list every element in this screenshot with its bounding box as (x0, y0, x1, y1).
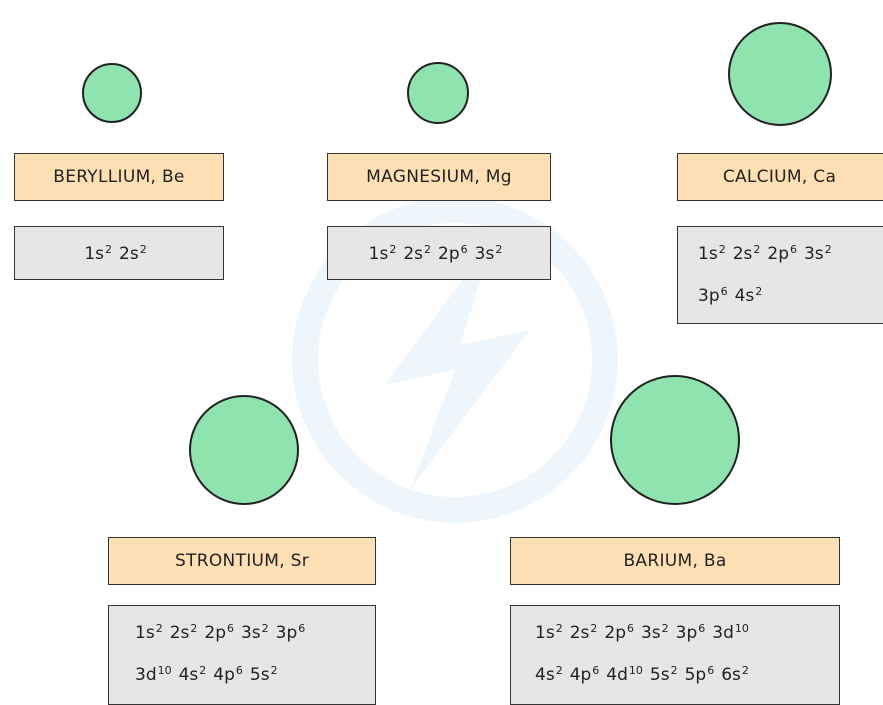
lightning-bolt-icon (292, 197, 618, 523)
orbital-term: 6s2 (721, 664, 749, 685)
orbital-term: 4d10 (606, 664, 643, 685)
orbital-term: 3s2 (474, 243, 503, 264)
config-line: 1s2 2s2 2p6 3s2 (698, 231, 883, 273)
orbital-term: 2p6 (438, 243, 468, 264)
orbital-term: 3d10 (135, 664, 172, 685)
orbital-term: 3p6 (698, 285, 728, 306)
barium-config: 1s2 2s2 2p6 3s2 3p6 3d10 4s2 4p6 4d10 5s2 5p6 6s2 (510, 605, 840, 705)
orbital-term: 3s2 (640, 622, 669, 643)
orbital-term: 5s2 (649, 664, 678, 685)
orbital-term: 1s2 (698, 243, 726, 264)
config-line: 4s2 4p6 4d10 5s2 5p6 6s2 (535, 652, 839, 694)
orbital-term: 4p6 (569, 664, 600, 685)
orbital-term: 5s2 (249, 664, 278, 685)
orbital-term: 3s2 (803, 243, 832, 264)
orbital-term: 1s2 (84, 243, 112, 264)
config-line: 1s2 2s2 2p6 3s2 3p6 (135, 610, 375, 652)
orbital-term: 1s2 (368, 243, 397, 264)
orbital-term: 3d10 (712, 622, 749, 643)
orbital-term: 2s2 (403, 243, 432, 264)
orbital-term: 2s2 (569, 622, 598, 643)
orbital-term: 2s2 (169, 622, 198, 643)
orbital-term: 1s2 (535, 622, 563, 643)
calcium-atom (728, 22, 832, 126)
orbital-term: 3s2 (240, 622, 269, 643)
orbital-term: 4s2 (178, 664, 207, 685)
config-line: 1s2 2s2 (15, 231, 223, 273)
strontium-atom (189, 395, 299, 505)
orbital-term: 4p6 (213, 664, 243, 685)
beryllium-label: BERYLLIUM, Be (14, 153, 224, 201)
magnesium-label: MAGNESIUM, Mg (327, 153, 551, 201)
calcium-config: 1s2 2s2 2p6 3s2 3p6 4s2 (677, 226, 883, 324)
magnesium-atom (407, 62, 469, 124)
orbital-term: 1s2 (135, 622, 163, 643)
orbital-term: 4s2 (734, 285, 763, 306)
strontium-config: 1s2 2s2 2p6 3s2 3p6 3d10 4s2 4p6 5s2 (108, 605, 376, 705)
orbital-term: 4s2 (535, 664, 563, 685)
config-line: 3p6 4s2 (698, 273, 883, 315)
orbital-term: 2p6 (767, 243, 797, 264)
orbital-term: 5p6 (684, 664, 715, 685)
config-line: 1s2 2s2 2p6 3s2 3p6 3d10 (535, 610, 839, 652)
magnesium-config: 1s2 2s2 2p6 3s2 (327, 226, 551, 280)
orbital-term: 2s2 (119, 243, 147, 264)
strontium-label: STRONTIUM, Sr (108, 537, 376, 585)
orbital-term: 2p6 (604, 622, 634, 643)
orbital-term: 3p6 (675, 622, 706, 643)
orbital-term: 2p6 (204, 622, 234, 643)
barium-atom (610, 375, 740, 505)
beryllium-atom (82, 63, 142, 123)
barium-label: BARIUM, Ba (510, 537, 840, 585)
config-line: 1s2 2s2 2p6 3s2 (328, 231, 550, 273)
orbital-term: 3p6 (275, 622, 306, 643)
orbital-term: 2s2 (732, 243, 761, 264)
calcium-label: CALCIUM, Ca (677, 153, 883, 201)
beryllium-config: 1s2 2s2 (14, 226, 224, 280)
config-line: 3d10 4s2 4p6 5s2 (135, 652, 375, 694)
